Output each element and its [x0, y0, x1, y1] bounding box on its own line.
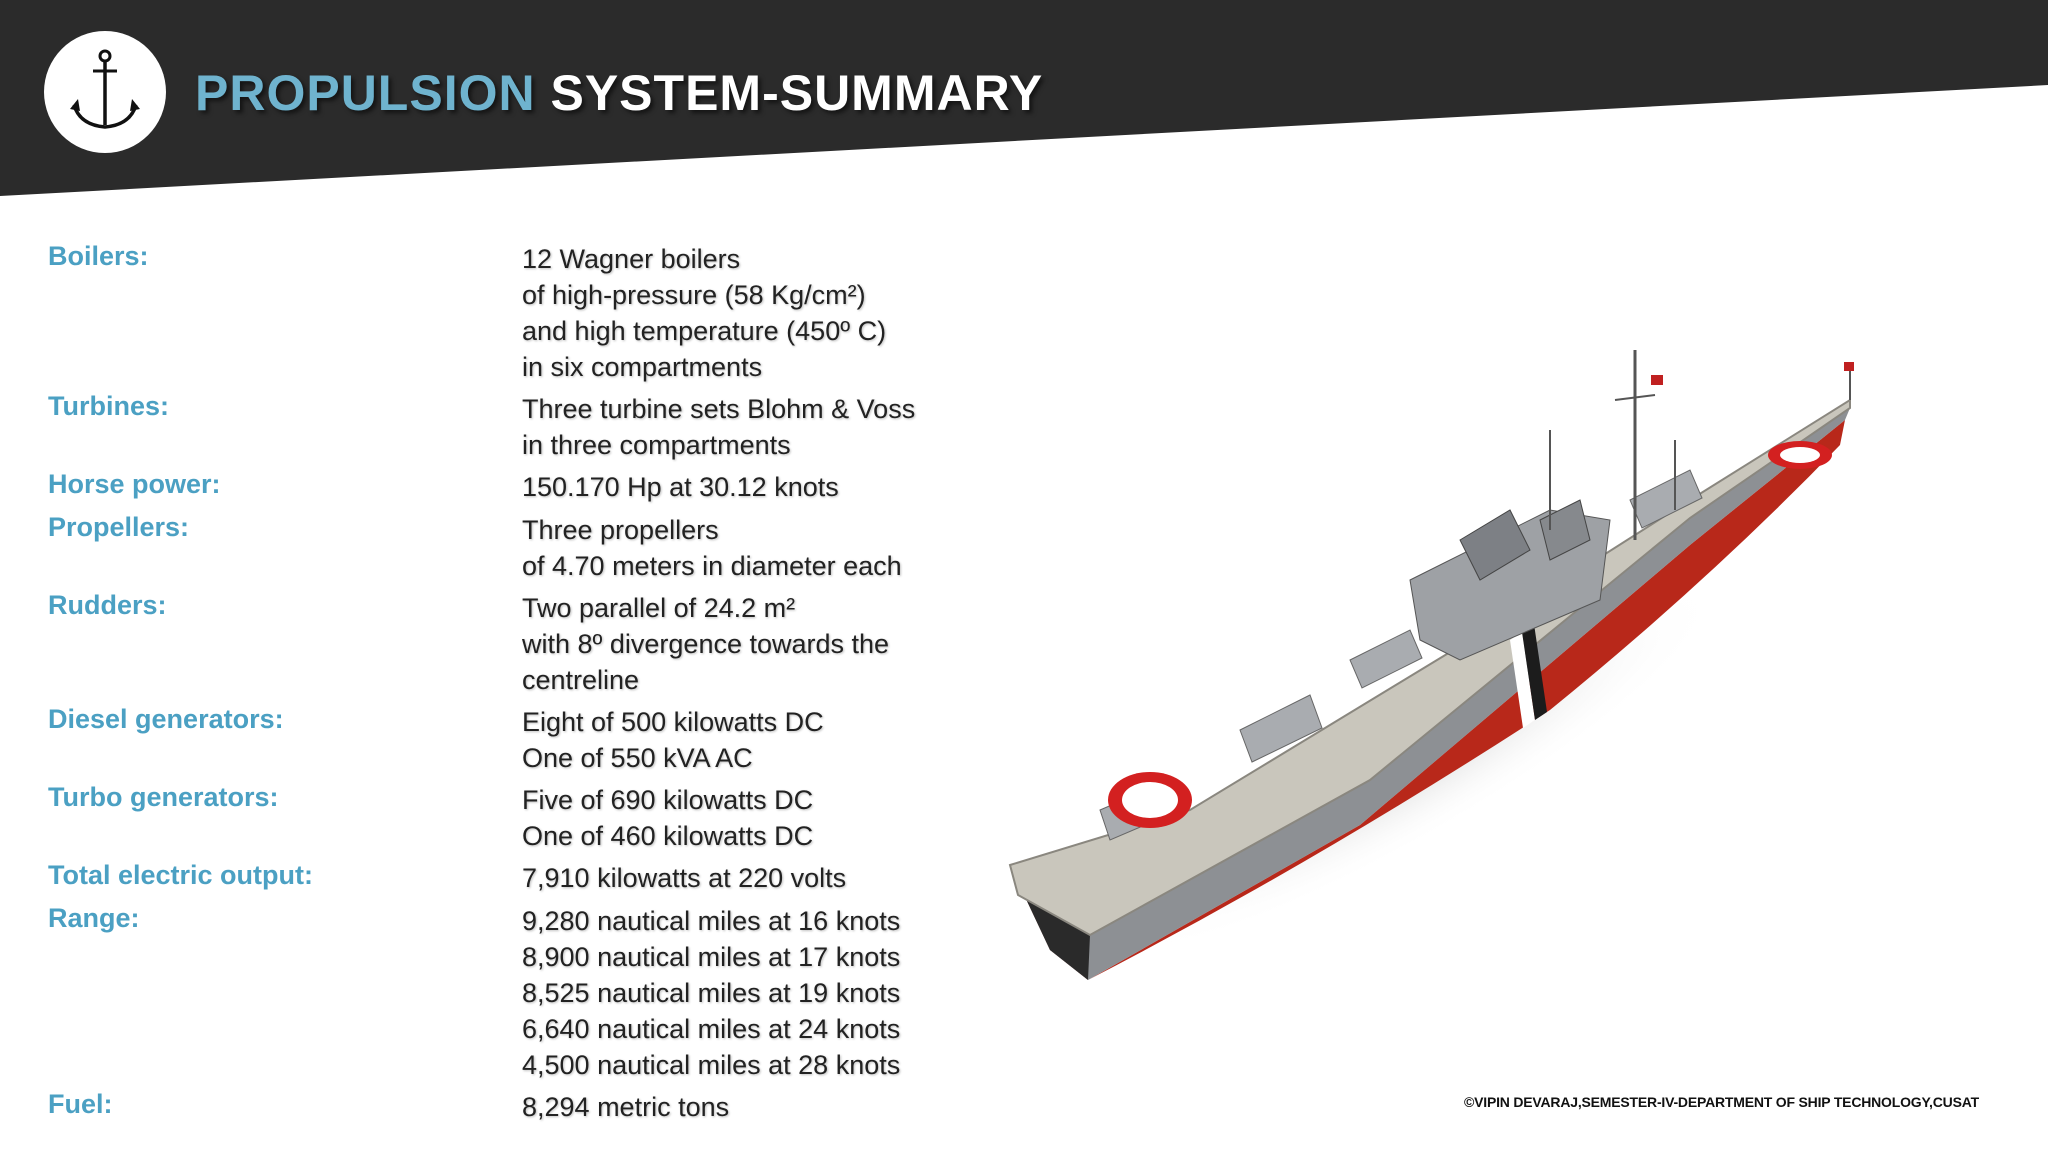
battleship-image — [1008, 350, 1854, 980]
spec-value-rudders: Two parallel of 24.2 m² with 8º divergen… — [522, 590, 889, 698]
spec-line: in six compartments — [522, 352, 763, 382]
gun-turret — [1239, 694, 1323, 763]
spec-label-rudders: Rudders: — [48, 590, 167, 620]
flag — [1844, 362, 1854, 371]
deck-marking — [1122, 782, 1178, 818]
flag — [1651, 375, 1663, 385]
spec-line: One of 550 kVA AC — [522, 743, 753, 773]
spec-value-boilers: 12 Wagner boilers of high-pressure (58 K… — [522, 241, 886, 385]
gun-turret — [1349, 629, 1423, 689]
spec-line: 9,280 nautical miles at 16 knots — [522, 906, 901, 936]
funnel — [1539, 499, 1591, 561]
spec-line: of 4.70 meters in diameter each — [522, 551, 902, 581]
spec-label-total-electric-output: Total electric output: — [48, 860, 314, 890]
copyright-credit: ©VIPIN DEVARAJ,SEMESTER-IV-DEPARTMENT OF… — [1464, 1094, 1979, 1110]
spec-line: centreline — [522, 665, 640, 695]
spec-label-propellers: Propellers: — [48, 512, 190, 542]
hull-stripe — [1522, 624, 1547, 720]
hull-stripe — [1510, 632, 1535, 728]
spec-line: 8,294 metric tons — [522, 1092, 730, 1122]
spec-value-horse-power: 150.170 Hp at 30.12 knots — [522, 469, 839, 505]
spec-line: 150.170 Hp at 30.12 knots — [522, 472, 839, 502]
anchor-icon — [70, 49, 140, 129]
ship-deck — [1008, 398, 1851, 937]
spec-line: in three compartments — [522, 430, 791, 460]
spec-line: with 8º divergence towards the — [522, 629, 890, 659]
title-accent: PROPULSION — [195, 65, 536, 121]
spec-line: and high temperature (450º C) — [522, 316, 887, 346]
spec-line: 7,910 kilowatts at 220 volts — [522, 863, 847, 893]
spec-label-turbines: Turbines: — [48, 391, 169, 421]
spec-label-diesel-generators: Diesel generators: — [48, 704, 284, 734]
deck-marking — [1780, 447, 1820, 463]
spec-line: Three turbine sets Blohm & Voss — [522, 394, 916, 424]
spec-line: Three propellers — [522, 515, 719, 545]
title-rest: SYSTEM-SUMMARY — [535, 65, 1044, 121]
spec-line: Five of 690 kilowatts DC — [522, 785, 814, 815]
spec-value-total-electric-output: 7,910 kilowatts at 220 volts — [522, 860, 846, 896]
spec-line: Two parallel of 24.2 m² — [522, 593, 796, 623]
spec-line: 6,640 nautical miles at 24 knots — [522, 1014, 901, 1044]
spec-label-fuel: Fuel: — [48, 1089, 113, 1119]
spec-line: 4,500 nautical miles at 28 knots — [522, 1050, 901, 1080]
spec-line: One of 460 kilowatts DC — [522, 821, 814, 851]
mast-yard — [1614, 394, 1656, 401]
logo-badge — [44, 31, 166, 153]
header-banner: PROPULSION SYSTEM-SUMMARY — [0, 0, 2048, 200]
spec-line: 8,525 nautical miles at 19 knots — [522, 978, 901, 1008]
spec-label-range: Range: — [48, 903, 140, 933]
ship-bow-band — [1010, 865, 1090, 980]
spec-value-fuel: 8,294 metric tons — [522, 1089, 729, 1125]
spec-line: 8,900 nautical miles at 17 knots — [522, 942, 901, 972]
spec-label-boilers: Boilers: — [48, 241, 149, 271]
spec-value-diesel-generators: Eight of 500 kilowatts DC One of 550 kVA… — [522, 704, 824, 776]
spec-value-range: 9,280 nautical miles at 16 knots 8,900 n… — [522, 903, 900, 1083]
spec-line: 12 Wagner boilers — [522, 244, 741, 274]
gun-turret — [1629, 469, 1703, 529]
spec-value-turbines: Three turbine sets Blohm & Voss in three… — [522, 391, 915, 463]
spec-label-horse-power: Horse power: — [48, 469, 221, 499]
page-title: PROPULSION SYSTEM-SUMMARY — [195, 64, 1043, 122]
bridge-tower — [1459, 509, 1531, 581]
spec-line: Eight of 500 kilowatts DC — [522, 707, 824, 737]
spec-line: of high-pressure (58 Kg/cm²) — [522, 280, 866, 310]
header-background — [0, 0, 2048, 196]
spec-value-turbo-generators: Five of 690 kilowatts DC One of 460 kilo… — [522, 782, 813, 854]
spec-label-turbo-generators: Turbo generators: — [48, 782, 279, 812]
spec-value-propellers: Three propellers of 4.70 meters in diame… — [522, 512, 902, 584]
